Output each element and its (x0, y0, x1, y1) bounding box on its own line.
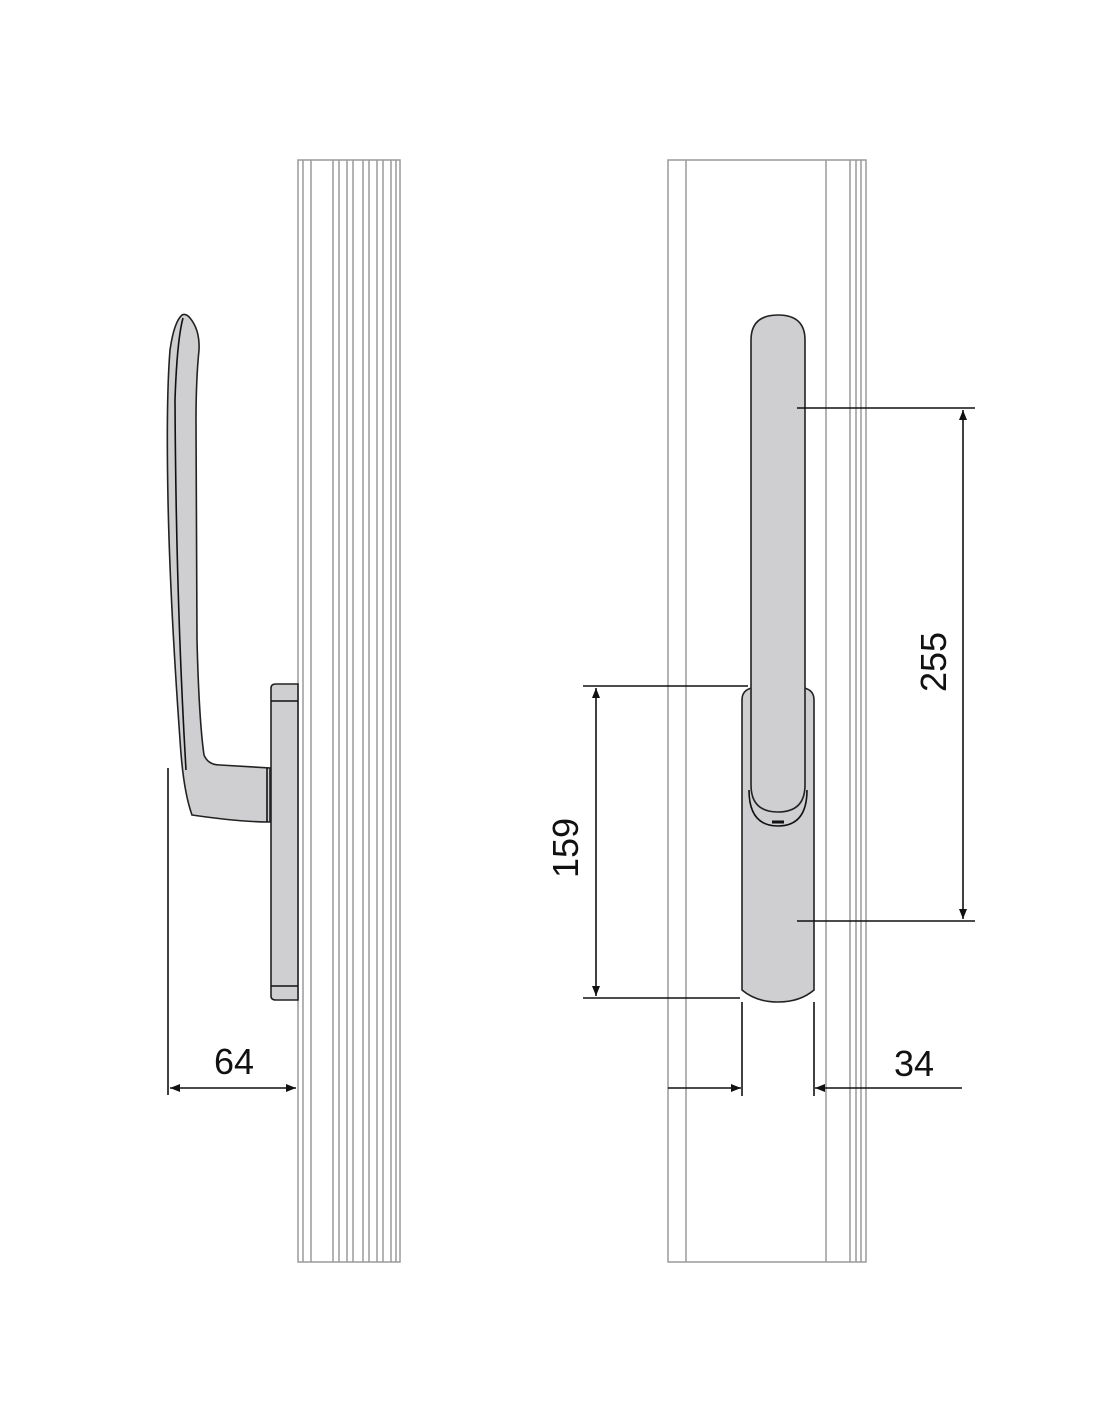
lever (166, 313, 271, 823)
grip (750, 314, 806, 813)
dimension-64: 64 (167, 768, 296, 1095)
dimension-159: 159 (545, 685, 748, 999)
dimension-255: 255 (797, 407, 975, 922)
handle-front-view (741, 314, 815, 1003)
dimension-label-34: 34 (894, 1043, 934, 1084)
frame-profile-front-view (667, 159, 867, 1263)
dimension-34: 34 (668, 1002, 962, 1096)
dimension-label-159: 159 (545, 818, 586, 878)
handle-side-view (166, 313, 299, 1001)
dimension-label-64: 64 (214, 1041, 254, 1082)
dimension-label-255: 255 (913, 632, 954, 692)
frame-profile-side-view (297, 159, 401, 1263)
rosette-side (270, 683, 299, 1001)
